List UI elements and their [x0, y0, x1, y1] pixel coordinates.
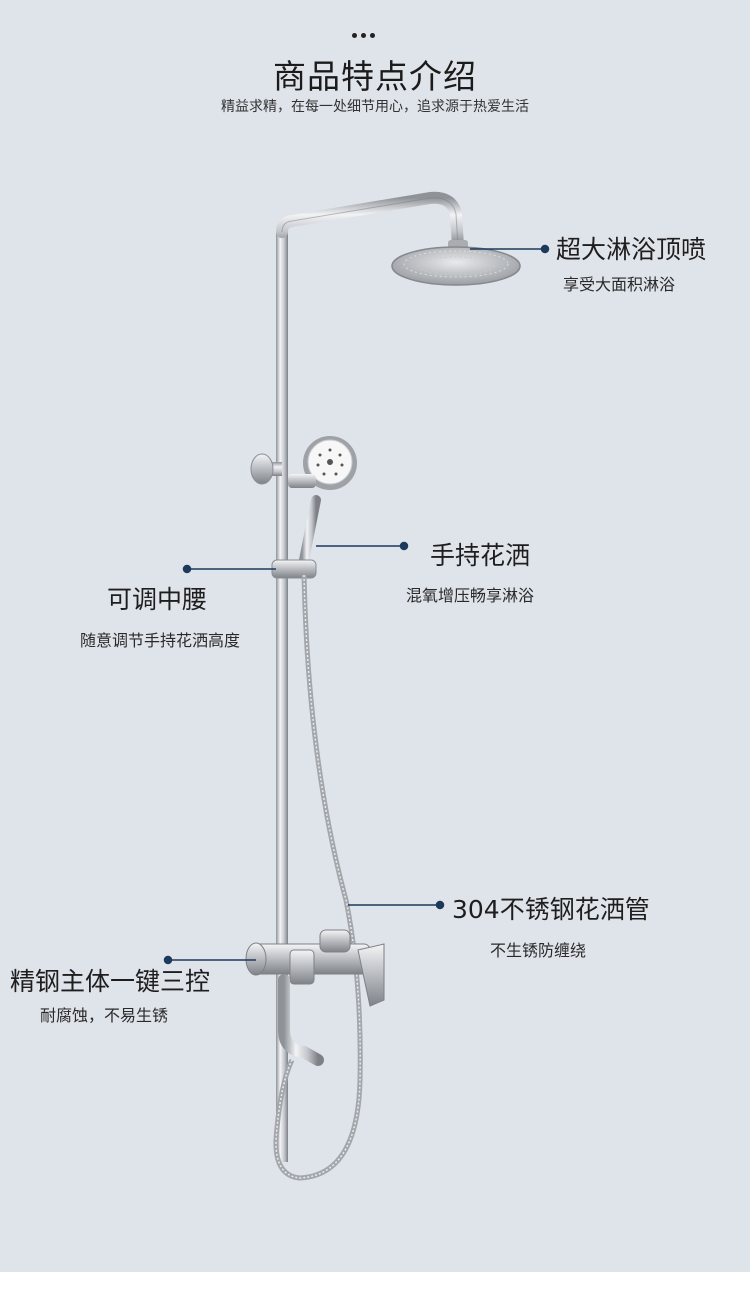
callout-hose-desc: 不生锈防缠绕 — [490, 941, 587, 960]
decorative-dots — [352, 33, 375, 38]
callout-main-body-title: 精钢主体一键三控 — [10, 967, 211, 996]
dot — [370, 33, 375, 38]
rain-shower-head — [391, 240, 521, 286]
riser-pipe — [276, 191, 464, 1162]
page-subtitle: 精益求精，在每一处细节用心，追求源于热爱生活 — [221, 99, 529, 115]
upper-wall-bracket — [250, 453, 282, 485]
bath-spout — [278, 974, 324, 1066]
dot — [361, 33, 366, 38]
callout-hose-title: 304不锈钢花洒管 — [452, 895, 650, 924]
shower-set-illustration — [163, 191, 550, 1181]
callout-top-shower-title: 超大淋浴顶喷 — [556, 235, 707, 264]
dot — [352, 33, 357, 38]
callout-top-shower-desc: 享受大面积淋浴 — [563, 275, 676, 294]
callout-bracket-title: 可调中腰 — [107, 585, 208, 614]
callout-bracket-desc: 随意调节手持花洒高度 — [80, 631, 241, 650]
callout-hand-shower-title: 手持花洒 — [430, 541, 531, 570]
page-title: 商品特点介绍 — [273, 57, 477, 96]
product-feature-panel: 商品特点介绍 精益求精，在每一处细节用心，追求源于热爱生活 — [0, 0, 750, 1272]
mixer-valve — [245, 929, 385, 1007]
shower-hose — [273, 574, 363, 1181]
callout-hand-shower-desc: 混氧增压畅享淋浴 — [406, 586, 535, 605]
sliding-bracket — [271, 559, 317, 579]
callout-main-body-desc: 耐腐蚀，不易生锈 — [40, 1006, 169, 1025]
hand-shower — [288, 436, 357, 575]
callout-lines — [163, 244, 550, 965]
